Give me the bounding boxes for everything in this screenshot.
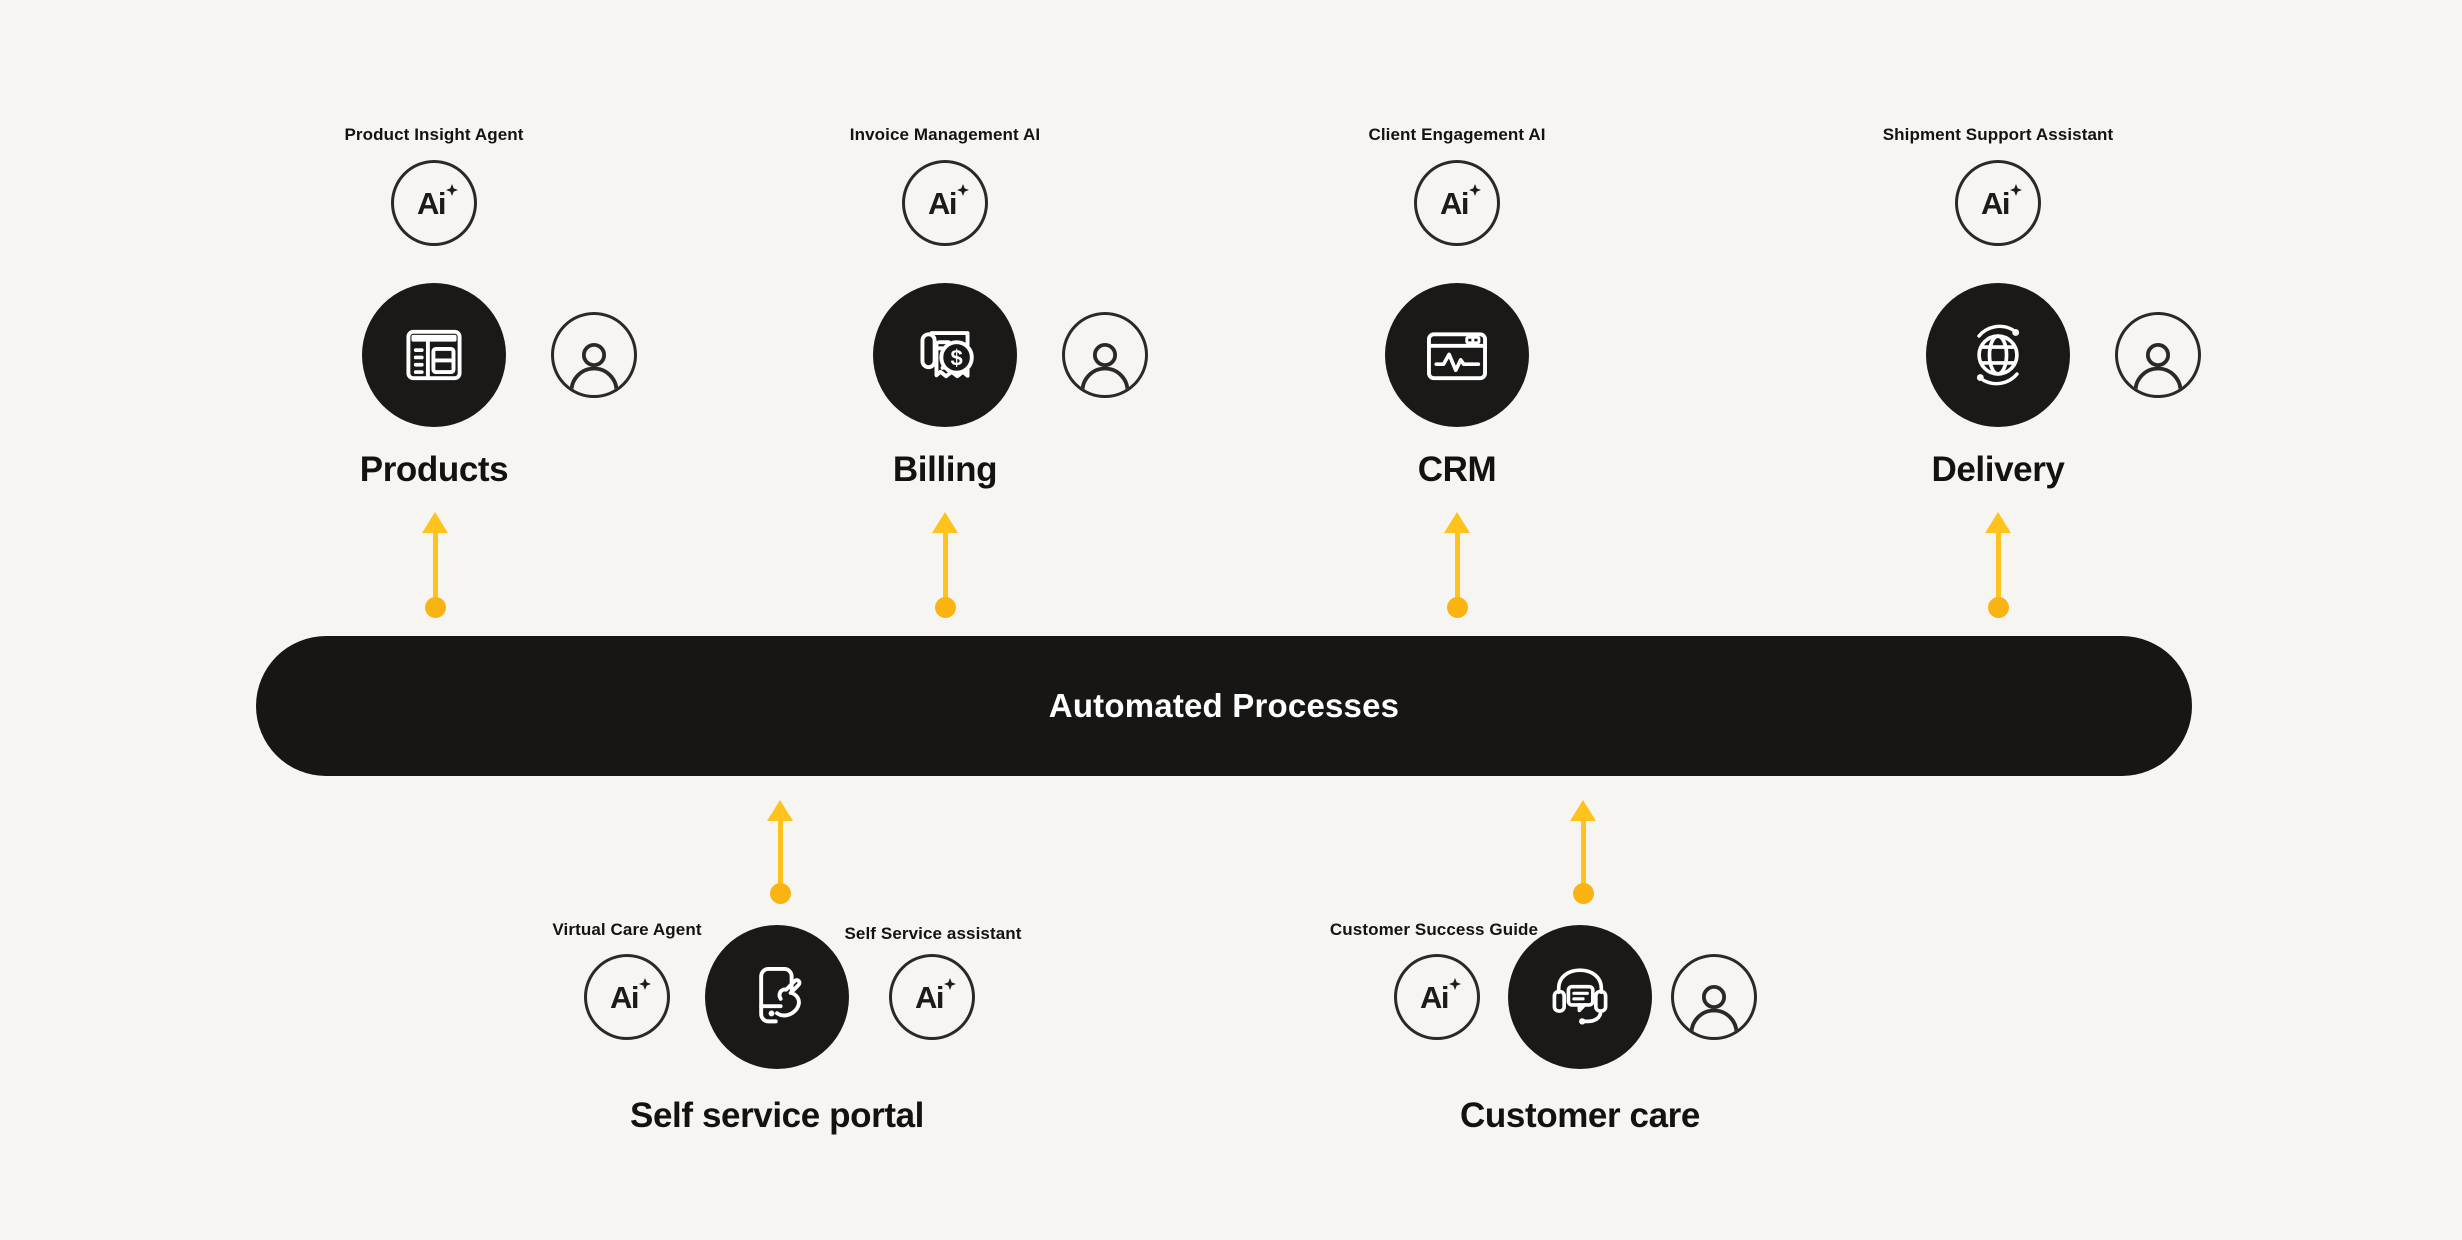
group-title: Products <box>359 450 509 489</box>
group-products: Product Insight Agent Ai Products <box>204 0 664 510</box>
arrow-head-icon <box>1570 800 1596 821</box>
sparkle-icon <box>1469 184 1481 196</box>
arrow-delivery <box>1984 512 2012 618</box>
arrow-dot-icon <box>1572 883 1594 904</box>
ai-badge-text: Ai <box>610 980 640 1015</box>
human-circle <box>2115 312 2201 398</box>
arrow-head-icon <box>1444 512 1470 533</box>
sparkle-icon <box>957 184 969 196</box>
arrow-line <box>1454 530 1460 598</box>
ai-badge-text: Ai <box>1420 980 1450 1015</box>
group-title: CRM <box>1417 450 1497 489</box>
arrow-line <box>1580 818 1586 884</box>
arrow-head-icon <box>1985 512 2011 533</box>
sparkle-icon <box>446 184 458 196</box>
arrow-products <box>421 512 449 618</box>
phone-hand-icon <box>759 967 802 1024</box>
sparkle-icon <box>639 978 651 990</box>
agent-label: Customer Success Guide <box>1329 920 1539 939</box>
billing-node: $ <box>873 283 1017 427</box>
arrow-line <box>942 530 948 598</box>
group-crm: Client Engagement AI Ai CRM <box>1227 0 1687 510</box>
globe-network-icon <box>1976 324 2020 386</box>
customer-care-node <box>1508 925 1652 1069</box>
agent-label: Virtual Care Agent <box>552 920 702 939</box>
group-title: Customer care <box>1460 1096 1700 1135</box>
arrow-dot-icon <box>769 883 791 904</box>
arrow-customer-care <box>1569 800 1597 904</box>
arrow-crm <box>1443 512 1471 618</box>
human-icon <box>2133 342 2183 393</box>
ai-badge-text: Ai <box>915 980 945 1015</box>
automated-processes-bar: Automated Processes <box>256 636 2192 776</box>
human-icon <box>569 342 619 393</box>
arrow-line <box>777 818 783 884</box>
ai-agent-badge: Ai <box>1414 160 1500 246</box>
arrow-head-icon <box>422 512 448 533</box>
agent-label: Product Insight Agent <box>344 125 524 144</box>
sparkle-icon <box>1449 978 1461 990</box>
sparkle-icon <box>2010 184 2022 196</box>
arrow-line <box>432 530 438 598</box>
ai-badge-text: Ai <box>417 186 447 221</box>
headset-chat-icon <box>1552 968 1608 1025</box>
group-title: Self service portal <box>630 1096 924 1135</box>
arrow-dot-icon <box>934 597 956 618</box>
group-self-service-portal: Virtual Care Agent Self Service assistan… <box>547 900 1021 1240</box>
ai-badge-text: Ai <box>1440 186 1470 221</box>
ai-badge-text: Ai <box>1981 186 2011 221</box>
products-node <box>362 283 506 427</box>
self-service-portal-node <box>705 925 849 1069</box>
arrow-head-icon <box>932 512 958 533</box>
product-window-icon <box>406 329 462 381</box>
ai-agent-badge: Ai <box>1955 160 2041 246</box>
agent-label: Client Engagement AI <box>1368 125 1546 144</box>
invoice-receipt-icon: $ <box>920 331 974 379</box>
arrow-head-icon <box>767 800 793 821</box>
bar-label: Automated Processes <box>1048 687 1400 724</box>
crm-node <box>1385 283 1529 427</box>
human-circle <box>551 312 637 398</box>
group-delivery: Shipment Support Assistant Ai Delivery <box>1768 0 2228 510</box>
ai-agent-badge: Ai <box>889 954 975 1040</box>
agent-label: Invoice Management AI <box>849 125 1041 144</box>
delivery-node <box>1926 283 2070 427</box>
ai-agent-badge: Ai <box>1394 954 1480 1040</box>
sparkle-icon <box>944 978 956 990</box>
human-circle <box>1062 312 1148 398</box>
crm-dashboard-icon <box>1427 332 1487 381</box>
arrow-self-service-portal <box>766 800 794 904</box>
human-icon <box>1080 342 1130 393</box>
human-icon <box>1689 984 1739 1035</box>
group-title: Delivery <box>1931 450 2065 489</box>
agent-label: Self Service assistant <box>844 924 1022 943</box>
group-billing: Invoice Management AI Ai $ Billing <box>715 0 1175 510</box>
arrow-billing <box>931 512 959 618</box>
ai-agent-badge: Ai <box>584 954 670 1040</box>
group-customer-care: Customer Success Guide Ai Customer <box>1330 900 1810 1240</box>
arrow-dot-icon <box>1446 597 1468 618</box>
arrow-dot-icon <box>424 597 446 618</box>
ai-badge-text: Ai <box>928 186 958 221</box>
arrow-dot-icon <box>1987 597 2009 618</box>
ai-agent-badge: Ai <box>391 160 477 246</box>
group-title: Billing <box>892 450 998 489</box>
ai-agent-badge: Ai <box>902 160 988 246</box>
svg-text:$: $ <box>950 345 962 370</box>
human-circle <box>1671 954 1757 1040</box>
arrow-line <box>1995 530 2001 598</box>
agent-label: Shipment Support Assistant <box>1882 125 2114 144</box>
